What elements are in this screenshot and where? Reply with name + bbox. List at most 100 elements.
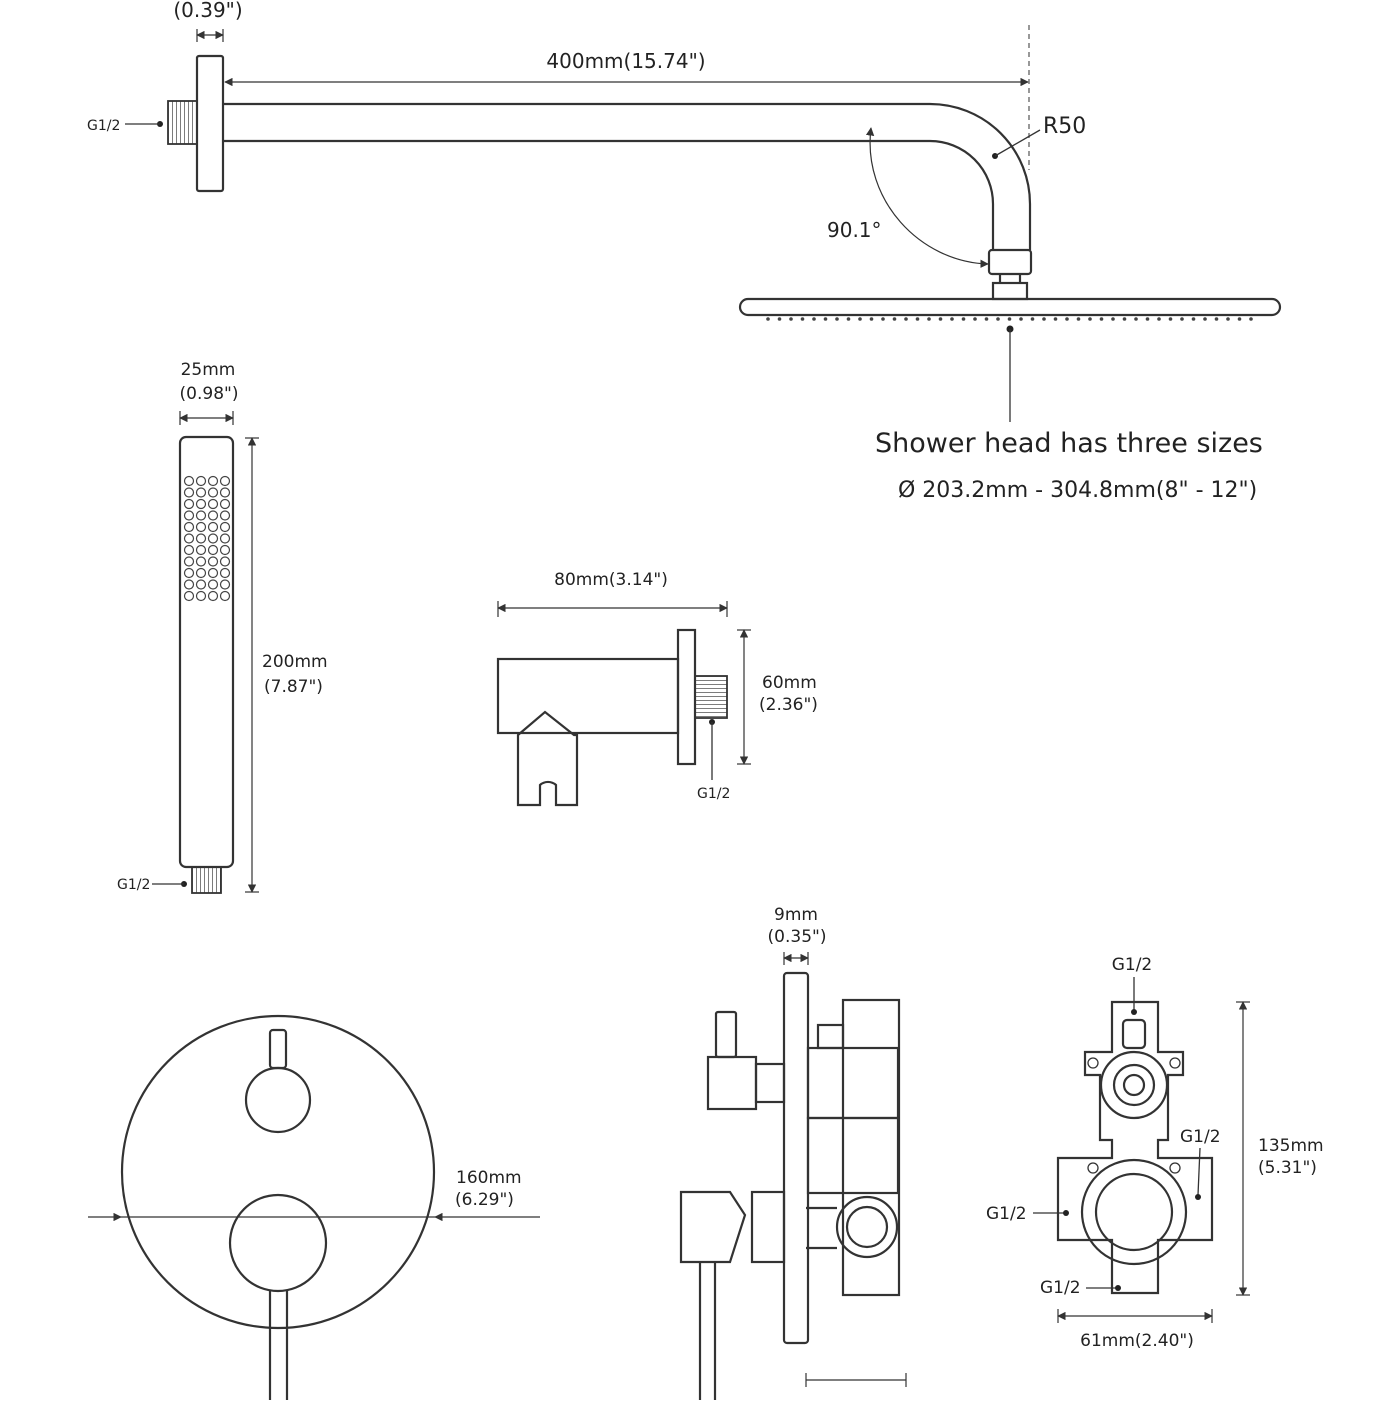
valve-housing (841, 998, 901, 1297)
nozzle-dot (869, 317, 874, 321)
nozzle-dot (881, 317, 885, 321)
spray-hole (183, 475, 195, 487)
nozzle-dot (823, 317, 828, 321)
spray-hole (219, 510, 231, 521)
elbow-height-in: (2.36") (759, 695, 818, 715)
nozzle-dot (1157, 317, 1161, 321)
nozzle-dot (1214, 317, 1219, 321)
nozzle-dot (1088, 317, 1092, 321)
hand-width-in: (0.98") (180, 384, 239, 404)
spray-hole (219, 556, 231, 567)
nozzle-dot (800, 317, 805, 321)
valve-cartridge-bore (1080, 1158, 1188, 1266)
spray-hole (195, 590, 207, 602)
nozzle-dot (904, 317, 908, 321)
nozzle-dot (812, 317, 816, 321)
spray-hole (195, 579, 207, 590)
spray-hole (183, 533, 195, 544)
nozzle-dot (846, 317, 851, 321)
spray-hole (219, 475, 231, 487)
shower-head-note: Shower head has three sizes (875, 428, 1263, 459)
spray-hole (183, 579, 195, 590)
nozzle-dot (996, 317, 1000, 321)
nozzle-dot (1203, 317, 1207, 321)
arm-length-label: 400mm(15.74") (546, 49, 705, 73)
nozzle-dot (1019, 317, 1023, 321)
arm-connector (987, 248, 1033, 276)
nozzle-dot (789, 317, 793, 321)
bend-radius-label: R50 (1043, 114, 1086, 139)
spray-hole (195, 556, 207, 567)
plate-diameter-mm: 160mm (456, 1168, 522, 1188)
arm-inlet-label: G1/2 (87, 118, 120, 134)
wall-plate (120, 1014, 436, 1330)
spray-hole (219, 567, 231, 579)
nozzle-dot (1237, 317, 1242, 321)
nozzle-dot (1134, 317, 1138, 321)
elbow-thread (694, 675, 728, 719)
shower-head-sizes: Ø 203.2mm - 304.8mm(8" - 12") (898, 478, 1257, 503)
spray-hole (183, 487, 195, 498)
nozzle-dot (1007, 317, 1012, 321)
spray-hole (207, 533, 219, 544)
side-diverter-handle (706, 1055, 758, 1111)
hand-width-mm: 25mm (181, 360, 236, 380)
valve-front-plate: 160mm (6.29") (88, 1014, 540, 1400)
nozzle-dot (1168, 317, 1173, 321)
nozzle-dot (1042, 317, 1046, 321)
shower-head-plate (738, 297, 1282, 317)
spray-hole (207, 579, 219, 590)
spray-hole (207, 487, 219, 498)
nozzle-dot (1053, 317, 1058, 321)
elbow-flange (676, 628, 697, 766)
spray-hole (207, 498, 219, 510)
side-wall-plate (782, 971, 810, 1345)
nozzle-dot (835, 317, 839, 321)
nozzle-dot (858, 317, 862, 321)
spray-hole (219, 579, 231, 590)
valve-height-mm: 135mm (1258, 1136, 1324, 1156)
valve-body-rear: G1/2 G1/2 G1/2 G1/2 135mm (5.31") 61mm(2… (986, 955, 1324, 1351)
spray-hole (219, 498, 231, 510)
spray-hole (195, 475, 207, 487)
spray-hole (183, 510, 195, 521)
spray-hole (207, 567, 219, 579)
nozzle-dot (973, 317, 977, 321)
spray-hole (207, 475, 219, 487)
valve-upper-port (1099, 1050, 1169, 1120)
hand-inlet-label: G1/2 (117, 877, 150, 893)
nozzle-dot (950, 317, 954, 321)
spray-hole (195, 487, 207, 498)
elbow-body (496, 657, 680, 735)
side-mixer-handle (679, 1190, 747, 1264)
nozzle-dot (1145, 317, 1150, 321)
spray-hole (207, 556, 219, 567)
spray-hole (195, 498, 207, 510)
spray-hole (195, 533, 207, 544)
nozzle-dot (1191, 317, 1196, 321)
spray-hole (183, 590, 195, 602)
valve-body-outline (1056, 1000, 1214, 1295)
shower-head-nozzles (766, 317, 1253, 321)
wall-elbow-holder: 80mm(3.14") G1/2 60mm (2.36") (496, 570, 818, 807)
mixer-knob (228, 1193, 328, 1293)
spray-hole (183, 544, 195, 556)
nozzle-dot (777, 317, 782, 321)
plate-diameter-in: (6.29") (455, 1190, 514, 1210)
side-outlet (835, 1195, 899, 1259)
nozzle-dot (1099, 317, 1104, 321)
hand-length-in: (7.87") (264, 677, 323, 697)
elbow-height-mm: 60mm (762, 673, 817, 693)
nozzle-dot (1226, 317, 1230, 321)
spray-hole (207, 510, 219, 521)
nozzle-dot (961, 317, 966, 321)
nozzle-dot (1065, 317, 1069, 321)
arm-tube (223, 102, 1032, 250)
spray-hole (207, 521, 219, 533)
spray-hole (195, 510, 207, 521)
plate-thickness-in: (0.35") (768, 927, 827, 947)
bend-angle-arc (865, 127, 989, 268)
nozzle-dot (927, 317, 931, 321)
